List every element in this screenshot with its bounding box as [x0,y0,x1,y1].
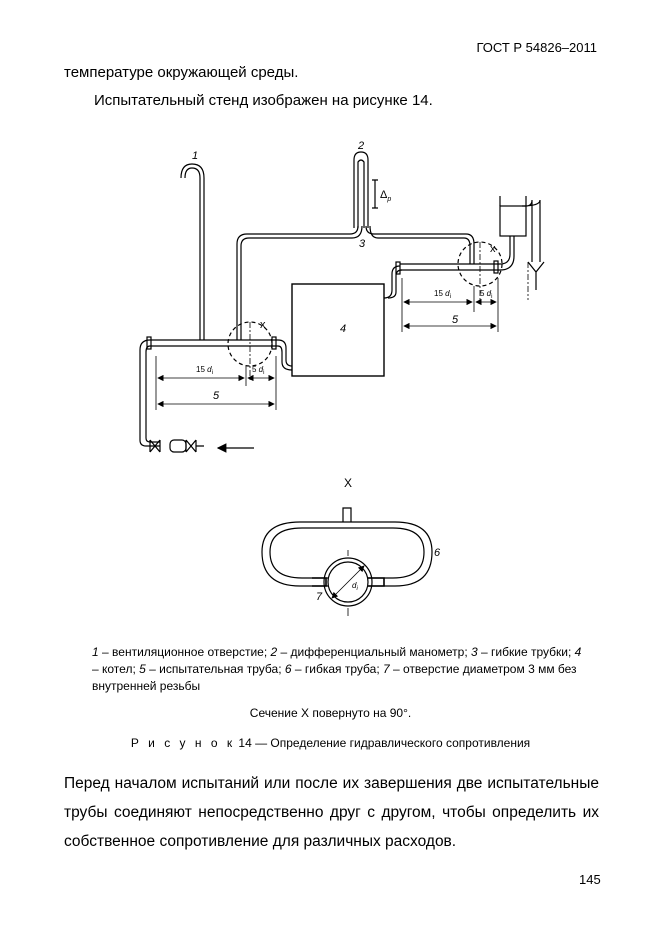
standard-header: ГОСТ Р 54826–2011 [476,40,597,55]
section-x-hose [261,521,433,587]
boiler [291,283,385,377]
label-x-right: х [490,243,496,255]
label-7: 7 [316,591,323,603]
label-5-right: 5 [452,314,459,326]
inlet-valves [149,439,161,453]
tank [499,205,527,237]
dim-15di-right: 15 di [434,289,451,300]
dim-5di-right: 5 di [480,289,492,300]
figure-title: Р и с у н о к 14 — Определение гидравлич… [130,736,531,750]
label-5-left: 5 [213,390,220,402]
text-line-1: температуре окружающей среды. [64,64,299,81]
label-x-left: х [260,319,266,331]
figure-caption: 1 – вентиляционное отверстие; 2 – диффер… [92,645,582,693]
dim-5di-left: 5 di [252,365,264,376]
body-paragraph: Перед началом испытаний или после их зав… [64,775,599,850]
label-section-x: Х [344,476,352,490]
label-dp: Δp [380,189,391,203]
label-3: 3 [359,238,366,250]
text-line-2: Испытательный стенд изображен на рисунке… [94,92,433,109]
test-pipe-right [400,263,500,271]
label-6: 6 [434,547,441,559]
section-x-pipe [323,557,373,607]
flexible-hose-left [236,225,359,340]
label-1: 1 [192,150,198,162]
vent-tube [184,167,201,340]
test-pipe-left [150,339,278,347]
dim-15di-left: 15 di [196,365,213,376]
section-x-right [457,241,503,287]
label-4: 4 [340,323,346,335]
section-x-left [227,321,273,367]
label-2: 2 [357,140,364,152]
dim-di-section: di [352,581,358,592]
manometer [353,151,369,228]
flexible-hose-right [365,225,475,264]
section-note: Сечение X повернуто на 90°. [249,706,412,720]
page-number: 145 [579,872,601,887]
